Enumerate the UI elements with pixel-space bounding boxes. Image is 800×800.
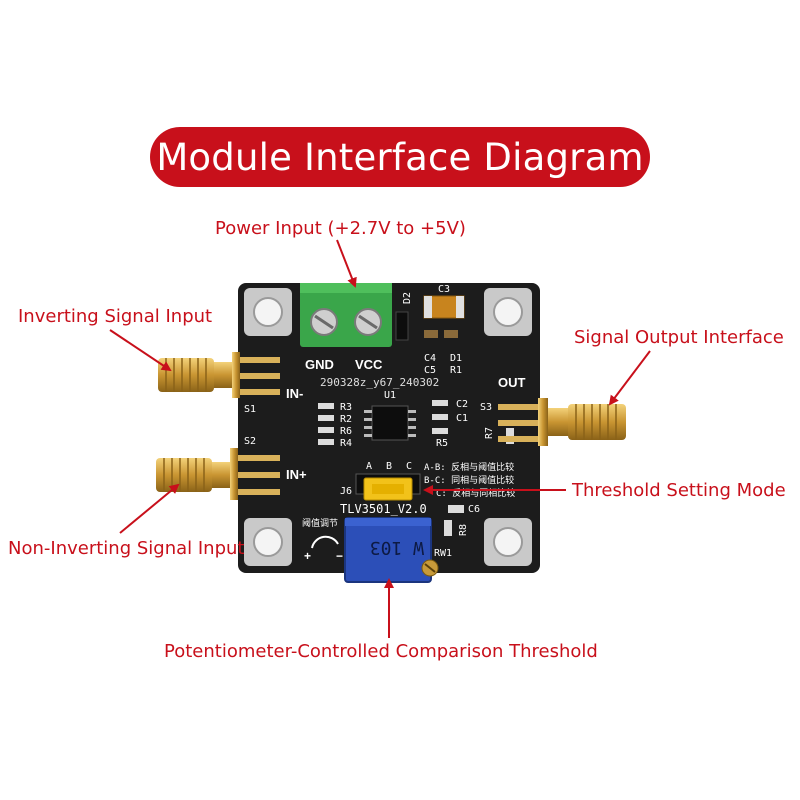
callout-signal-output: Signal Output Interface [574,327,784,348]
mounting-hole-top-left [244,288,292,336]
sma-connector-s2 [156,448,280,500]
plus-mark: + [304,549,311,563]
callout-threshold-mode: Threshold Setting Mode [572,480,786,501]
title-banner: Module Interface Diagram [150,127,650,187]
d1-label: D1 [450,353,462,364]
rotate-arrow-icon [311,535,339,549]
mode-c-label: C: 反相与同相比较 [436,487,515,499]
c3-label: C3 [438,284,450,295]
r7-label: R7 [484,427,495,439]
arrow-non-inverting [119,483,180,534]
r1-label: R1 [450,365,462,376]
r3-label: R3 [340,402,352,413]
sma-connector-s1 [158,352,280,398]
mode-bc-label: B-C: 同相与阈值比较 [424,474,514,486]
arrow-power [336,239,357,288]
rw1-label: RW1 [434,548,452,559]
s3-label: S3 [480,402,492,413]
mode-ab-label: A-B: 反相与阈值比较 [424,461,514,473]
s2-label: S2 [244,436,256,447]
resistor-r8 [444,520,452,536]
callout-inverting-input: Inverting Signal Input [18,306,213,327]
vcc-label: VCC [355,357,383,372]
power-terminal-block [300,283,392,347]
jumper-header-j6 [355,473,421,501]
in-plus-label: IN+ [286,467,307,482]
jumper-b-label: B [386,461,392,472]
c4-label: C4 [424,353,436,364]
r2-label: R2 [340,414,352,425]
r8-label: R8 [458,524,469,536]
model-label: TLV3501_V2.0 [340,502,427,516]
callout-non-inverting-input: Non-Inverting Signal Input [8,538,245,559]
s1-label: S1 [244,404,256,415]
arrow-output [608,350,651,406]
capacitor-c6 [448,505,464,513]
r6-label: R6 [340,426,352,437]
u1-label: U1 [384,390,396,401]
c2-label: C2 [456,399,468,410]
callout-potentiometer: Potentiometer-Controlled Comparison Thre… [164,641,598,662]
c5-label: C5 [424,365,436,376]
arrow-inverting [109,329,172,372]
mounting-hole-bottom-left [244,518,292,566]
d2-label: D2 [402,292,413,304]
sma-connector-s3 [498,398,626,446]
c6-label: C6 [468,504,480,515]
gnd-label: GND [305,357,334,372]
callout-power-input: Power Input (+2.7V to +5V) [215,218,466,239]
r4-label: R4 [340,438,352,449]
mounting-hole-bottom-right [484,518,532,566]
mounting-hole-top-right [484,288,532,336]
out-label: OUT [498,375,526,390]
c1-label: C1 [456,413,468,424]
in-minus-label: IN- [286,386,303,401]
j6-label: J6 [340,486,352,497]
pot-code-label: W 103 [370,537,424,558]
serial-label: 290328z_y67_240302 [320,376,439,389]
diode-d2 [395,311,409,341]
page-title: Module Interface Diagram [156,135,644,179]
comparator-chip-u1 [364,405,416,441]
potentiometer-rw1 [344,517,439,583]
threshold-adjust-label: 阈值调节 [302,517,338,529]
jumper-c-label: C [406,461,412,472]
resistor-pads-left [318,403,334,445]
r5-label: R5 [436,438,448,449]
jumper-a-label: A [366,461,372,472]
capacitor-pads-right [432,400,448,434]
minus-mark: − [336,549,343,563]
